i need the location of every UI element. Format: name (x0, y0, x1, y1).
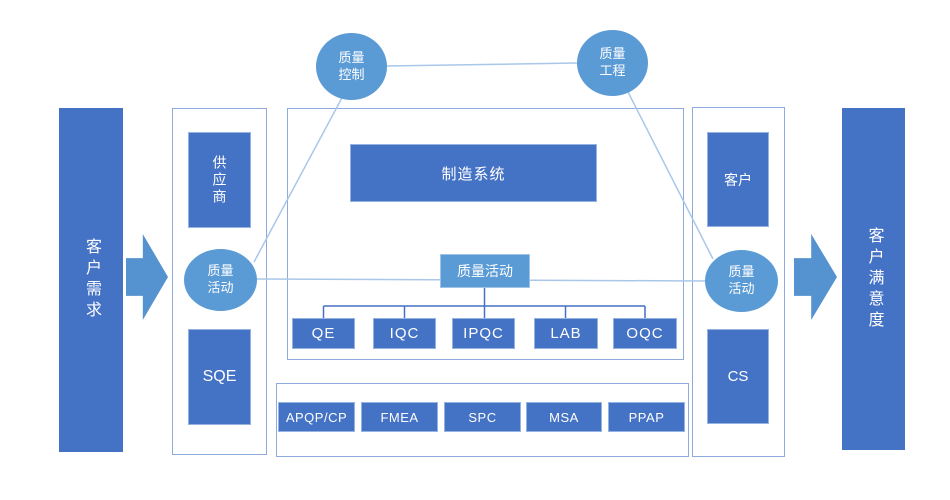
sqe-label: SQE (202, 368, 237, 385)
customer-activity-circle: 质量 活动 (705, 250, 778, 312)
dept-label-lab: LAB (550, 325, 582, 342)
customer-requirements-label: 客户需求 (83, 238, 100, 322)
customer-satisfaction-label: 客户满意度 (865, 226, 883, 332)
supplier-activity-circle: 质量 活动 (184, 249, 257, 311)
customer-group-container (692, 107, 785, 457)
line-qc-to-qe (385, 62, 578, 67)
department-tree-connector (322, 288, 646, 318)
customer-box: 客户 (707, 132, 769, 227)
tool-box-msa: MSA (526, 402, 602, 432)
dept-label-ipqc: IPQC (463, 325, 504, 342)
dept-box-qe: QE (292, 318, 355, 349)
tool-box-ppap: PPAP (608, 402, 685, 432)
quality-control-label: 质量 控制 (338, 49, 365, 82)
dept-label-iqc: IQC (389, 325, 420, 342)
quality-tools-container (276, 383, 689, 457)
customer-activity-label: 质量 活动 (728, 264, 755, 296)
quality-control-circle: 质量 控制 (316, 33, 387, 100)
quality-activity-box: 质量活动 (440, 254, 530, 288)
dept-label-qe: QE (311, 325, 336, 342)
dept-box-ipqc: IPQC (452, 318, 515, 349)
tool-box-apqp-cp: APQP/CP (278, 402, 355, 432)
line-qc-to-left-activity (253, 93, 345, 263)
dept-label-oqc: OQC (626, 325, 664, 342)
manufacturing-system-box: 制造系统 (350, 144, 597, 202)
tool-label-apqp-cp: APQP/CP (285, 409, 348, 425)
tool-label-msa: MSA (549, 409, 579, 425)
manufacturing-group-container (287, 108, 684, 360)
customer-requirements-bar: 客户需求 (59, 108, 123, 452)
line-qe-to-right-activity (626, 89, 714, 260)
tool-label-spc: SPC (468, 409, 497, 425)
dept-box-lab: LAB (534, 318, 598, 349)
sqe-box: SQE (188, 329, 251, 425)
customer-label: 客户 (724, 171, 752, 188)
quality-engineering-circle: 质量 工程 (577, 30, 648, 96)
supplier-label: 供应商 (211, 154, 228, 206)
dept-box-iqc: IQC (373, 318, 436, 349)
dept-box-oqc: OQC (613, 318, 677, 349)
customer-satisfaction-bar: 客户满意度 (842, 108, 905, 450)
supplier-group-container (172, 108, 267, 455)
tool-box-spc: SPC (444, 402, 521, 432)
tool-label-ppap: PPAP (628, 409, 665, 425)
cs-box: CS (707, 329, 769, 424)
tool-label-fmea: FMEA (380, 409, 419, 425)
tool-box-fmea: FMEA (361, 402, 438, 432)
cs-label: CS (727, 368, 749, 385)
supplier-box: 供应商 (188, 132, 251, 228)
manufacturing-system-label: 制造系统 (441, 165, 506, 183)
quality-activity-label: 质量活动 (457, 263, 513, 279)
quality-engineering-label: 质量 工程 (599, 46, 626, 78)
supplier-activity-label: 质量 活动 (207, 263, 234, 295)
